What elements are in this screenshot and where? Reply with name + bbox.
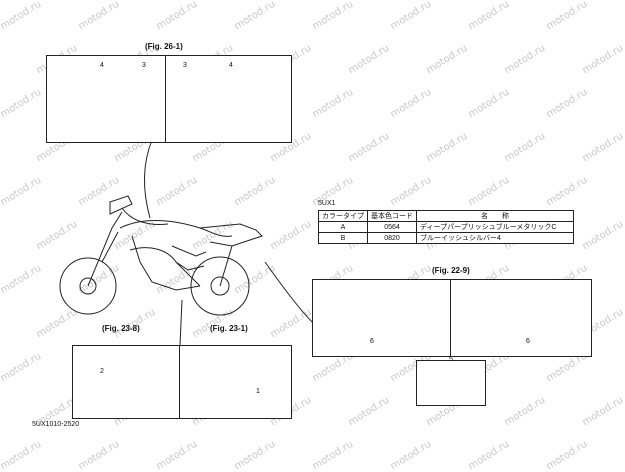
cell-code: 0564: [367, 221, 417, 233]
color-table: カラータイプ 基本色コード 名 称 A 0564 ディープパープリッシュブルーメ…: [318, 210, 574, 244]
motorcycle-illustration: [59, 195, 263, 316]
cell-name: ディープパープリッシュブルーメタリックC: [416, 221, 574, 233]
leader-line-top: [144, 139, 153, 219]
diagram-code: 5UX1010-2520: [32, 421, 80, 428]
callout-tail-center: 5: [449, 356, 453, 363]
frame-grab-bar: [416, 360, 486, 406]
callout-tank-right-a: 3: [183, 62, 187, 69]
header-base-code: 基本色コード: [367, 210, 417, 222]
cell-name: ブルーイッシュシルバー4: [416, 232, 574, 244]
callout-tail-right: 6: [526, 338, 530, 345]
table-row: A 0564 ディープパープリッシュブルーメタリックC: [318, 221, 574, 233]
frame-tail-cowls: [312, 279, 592, 357]
callout-tail-left: 6: [370, 338, 374, 345]
model-code: 5UX1: [318, 200, 336, 207]
cell-type: A: [318, 221, 368, 233]
callout-tank-left-b: 3: [142, 62, 146, 69]
fig-label-right: (Fig. 22-9): [432, 266, 470, 275]
callout-side-left: 2: [100, 368, 104, 375]
callout-tank-left-a: 4: [100, 62, 104, 69]
table-row: B 0820 ブルーイッシュシルバー4: [318, 232, 574, 244]
frame-tank-graphics: [46, 55, 292, 143]
callout-tank-right-b: 4: [229, 62, 233, 69]
fig-label-top: (Fig. 26-1): [145, 42, 183, 51]
leader-line-bottom: [179, 299, 183, 346]
frame-side-covers: [72, 345, 292, 419]
header-name: 名 称: [416, 210, 574, 222]
fig-label-left-bottom: (Fig. 23-8): [102, 324, 140, 333]
fig-label-mid-bottom: (Fig. 23-1): [210, 324, 248, 333]
table-header-row: カラータイプ 基本色コード 名 称: [318, 210, 574, 222]
cell-type: B: [318, 232, 368, 244]
header-color-type: カラータイプ: [318, 210, 368, 222]
callout-side-right: 1: [256, 388, 260, 395]
leader-line-right: [264, 261, 316, 326]
cell-code: 0820: [367, 232, 417, 244]
